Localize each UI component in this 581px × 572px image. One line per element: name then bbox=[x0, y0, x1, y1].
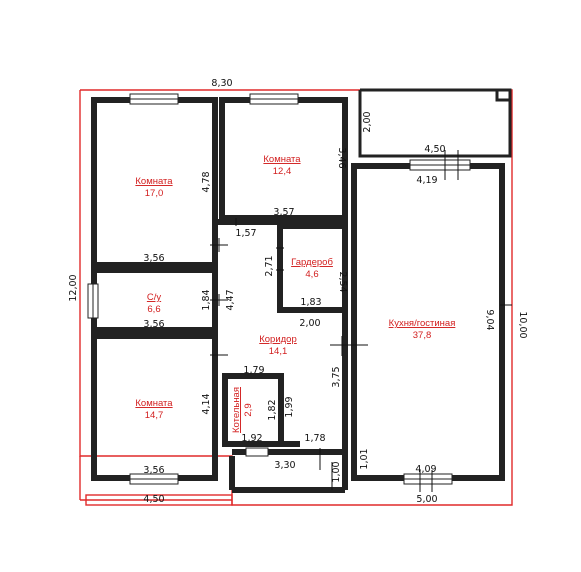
dim-bath-height: 1,84 bbox=[201, 289, 212, 310]
room-area: 14,7 bbox=[145, 410, 164, 421]
room-label-wardrobe: Гардероб 4,6 bbox=[291, 257, 333, 280]
window-bottom-kitchen bbox=[403, 473, 453, 485]
room-label-bathroom: С/у 6,6 bbox=[147, 292, 162, 315]
dim-room1-height: 4,78 bbox=[201, 171, 212, 192]
dim-hall-width: 2,00 bbox=[299, 318, 320, 329]
room-name: Комната bbox=[263, 154, 301, 165]
window-top-1 bbox=[129, 93, 179, 105]
dim-kitchen-height: 9,04 bbox=[484, 309, 495, 330]
room-name: Кухня/гостиная bbox=[389, 318, 456, 329]
dim-kitchen-top: 4,19 bbox=[416, 175, 437, 186]
dim-hall-height: 4,47 bbox=[225, 289, 236, 310]
dim-kitchen-passage: 3,75 bbox=[331, 366, 342, 387]
dim-room2-width: 3,57 bbox=[273, 207, 294, 218]
dim-wardrobe-width: 1,83 bbox=[300, 297, 321, 308]
outer-outline bbox=[79, 89, 513, 506]
dim-entry-width: 1,78 bbox=[304, 433, 325, 444]
room-area: 12,4 bbox=[273, 166, 292, 177]
door-marks bbox=[210, 150, 512, 492]
room-area: 6,6 bbox=[147, 304, 160, 315]
room-label-boiler: Котельная 2,9 bbox=[231, 387, 254, 433]
dim-bottom-entry: 3,30 bbox=[274, 460, 295, 471]
room-name: С/у bbox=[147, 292, 162, 303]
dimension-labels: 8,30 12,00 10,00 2,00 4,50 4,19 4,78 3,5… bbox=[68, 78, 528, 505]
dim-kitchen-side: 1,01 bbox=[359, 448, 370, 469]
room-area: 14,1 bbox=[269, 346, 288, 357]
dim-boiler-bottom: 1,92 bbox=[241, 433, 262, 444]
window-top-2 bbox=[249, 93, 299, 105]
dim-room2-height: 3,46 bbox=[336, 147, 347, 168]
dim-kitchen-bottom: 4,09 bbox=[415, 464, 436, 475]
dim-porch-height: 2,00 bbox=[362, 111, 373, 132]
dim-boiler-top: 1,79 bbox=[243, 365, 264, 376]
room-area: 37,8 bbox=[413, 330, 432, 341]
walls bbox=[91, 97, 505, 493]
dim-bottom-right: 5,00 bbox=[416, 494, 437, 505]
window-kitchen-top bbox=[409, 159, 471, 171]
window-bottom-room3 bbox=[129, 473, 179, 485]
room-name: Коридор bbox=[259, 334, 297, 345]
dim-bath-width: 3,56 bbox=[143, 319, 164, 330]
dim-top-total: 8,30 bbox=[211, 78, 232, 89]
room-name: Гардероб bbox=[291, 257, 333, 268]
room-label-room-1: Комната 17,0 bbox=[135, 176, 173, 199]
room-label-kitchen: Кухня/гостиная 37,8 bbox=[389, 318, 456, 341]
room-label-room-2: Комната 12,4 bbox=[263, 154, 301, 177]
window-bottom-boiler bbox=[245, 447, 269, 457]
room-name: Комната bbox=[135, 176, 173, 187]
dim-wardrobe-height-left: 2,71 bbox=[264, 255, 275, 276]
dim-right-total: 10,00 bbox=[517, 311, 528, 338]
dim-hall-small: 1,57 bbox=[235, 228, 256, 239]
dim-left-total: 12,00 bbox=[68, 274, 79, 301]
dim-bottom-entry-depth: 1,00 bbox=[331, 461, 342, 482]
dim-bottom-left: 4,50 bbox=[143, 494, 164, 505]
dim-wardrobe-height-right: 2,54 bbox=[337, 271, 348, 292]
porch bbox=[358, 88, 512, 158]
room-name: Комната bbox=[135, 398, 173, 409]
dim-room3-width: 3,56 bbox=[143, 465, 164, 476]
dim-room1-width: 3,56 bbox=[143, 253, 164, 264]
room-area: 2,9 bbox=[243, 403, 254, 416]
dim-room3-height: 4,14 bbox=[201, 393, 212, 414]
room-name: Котельная bbox=[231, 387, 242, 433]
dim-boiler-side: 1,99 bbox=[284, 396, 295, 417]
room-label-room-3: Комната 14,7 bbox=[135, 398, 173, 421]
window-left-bath bbox=[87, 283, 99, 319]
dim-boiler-height: 1,82 bbox=[267, 399, 278, 420]
dim-porch-width: 4,50 bbox=[424, 144, 445, 155]
room-label-hallway: Коридор 14,1 bbox=[259, 334, 297, 357]
room-area: 17,0 bbox=[145, 188, 164, 199]
windows bbox=[87, 93, 471, 485]
room-area: 4,6 bbox=[305, 269, 318, 280]
